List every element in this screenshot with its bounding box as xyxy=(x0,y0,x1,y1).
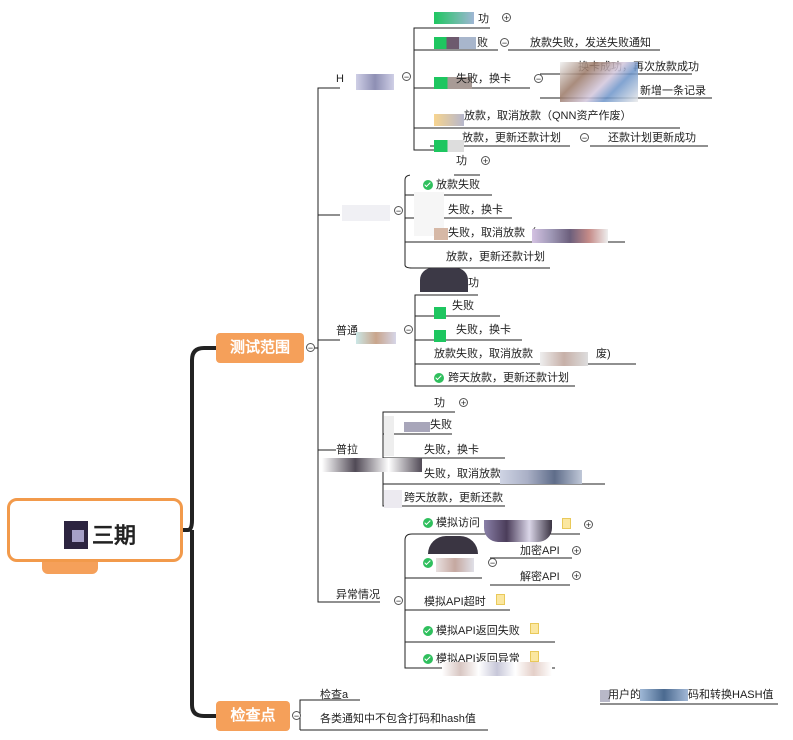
h-new-record[interactable]: 新增一条记录 xyxy=(640,85,706,97)
note-icon xyxy=(530,651,539,662)
redacted-block xyxy=(404,422,430,432)
check-icon xyxy=(423,626,433,636)
redacted-block xyxy=(560,62,638,102)
h-fail-notify[interactable]: 放款失败，发送失败通知 xyxy=(530,37,651,49)
collapse-toggle-icon[interactable]: − xyxy=(500,38,509,48)
collapse-toggle-icon[interactable]: − xyxy=(306,343,315,353)
branch-exception-label[interactable]: 异常情况 xyxy=(336,589,380,601)
status-icon xyxy=(434,330,446,342)
root-node[interactable] xyxy=(7,498,183,562)
check-icon xyxy=(423,518,433,528)
normal-fail[interactable]: 失败 xyxy=(452,300,474,312)
g2-cancel[interactable]: 失败，取消放款（ xyxy=(448,227,536,239)
pull-swap[interactable]: 失败，换卡 xyxy=(424,444,479,456)
check-hash-convert-tail[interactable]: 码和转换HASH值 xyxy=(688,689,774,701)
expand-toggle-icon[interactable]: + xyxy=(572,571,581,581)
expand-toggle-icon[interactable]: + xyxy=(481,156,490,166)
collapse-toggle-icon[interactable]: − xyxy=(404,325,413,335)
h-success[interactable]: 功 xyxy=(478,13,489,25)
collapse-toggle-icon[interactable]: − xyxy=(534,74,543,84)
redacted-block xyxy=(500,470,582,484)
redacted-block xyxy=(532,229,608,243)
h-cross-day[interactable]: 放款，更新还款计划 xyxy=(462,132,561,144)
collapse-toggle-icon[interactable]: − xyxy=(488,558,497,568)
status-icon xyxy=(434,77,472,89)
branch-pull-label[interactable]: 普拉 xyxy=(336,444,358,456)
exception-visit[interactable]: 模拟访问 xyxy=(436,517,480,529)
check-icon xyxy=(434,373,444,383)
exception-timeout[interactable]: 模拟API超时 xyxy=(424,596,486,608)
redacted-block xyxy=(342,205,390,221)
collapse-toggle-icon[interactable]: − xyxy=(394,206,403,216)
g2-success[interactable]: 功 xyxy=(456,155,467,167)
normal-swap[interactable]: 失败，换卡 xyxy=(456,324,511,336)
h-repay-updated[interactable]: 还款计划更新成功 xyxy=(608,132,696,144)
redacted-block xyxy=(540,352,588,366)
g2-swap[interactable]: 失败，换卡 xyxy=(448,204,503,216)
status-icon xyxy=(434,37,476,49)
status-icon xyxy=(434,140,464,152)
g2-fail[interactable]: 放款失败 xyxy=(436,179,480,191)
branch-normal-label[interactable]: 普通 xyxy=(336,325,358,337)
root-title: 三期 xyxy=(92,523,137,548)
check-a[interactable]: 检查a xyxy=(320,689,349,701)
redacted-block xyxy=(322,458,422,472)
redacted-block xyxy=(600,690,610,702)
h-fail[interactable]: 败 xyxy=(477,37,488,49)
pull-success[interactable]: 功 xyxy=(434,397,445,409)
redacted-block xyxy=(420,268,468,292)
note-icon xyxy=(530,623,539,634)
note-icon xyxy=(496,594,505,605)
check-notify-no-code[interactable]: 各类通知中不包含打码和hash值 xyxy=(320,713,476,725)
category-check-point[interactable]: 检查点 xyxy=(216,701,290,731)
pull-cancel[interactable]: 失败，取消放款 xyxy=(424,468,501,480)
category-test-scope[interactable]: 测试范围 xyxy=(216,333,304,363)
redacted-block xyxy=(428,536,478,554)
redacted-block xyxy=(484,520,552,542)
h-cancel[interactable]: 放款，取消放款（QNN资产作废） xyxy=(464,110,632,122)
exception-return-fail[interactable]: 模拟API返回失败 xyxy=(436,625,520,637)
normal-success[interactable]: 功 xyxy=(468,277,479,289)
exception-decrypt[interactable]: 解密API xyxy=(520,571,560,583)
check-icon xyxy=(423,558,433,568)
status-icon xyxy=(434,228,448,240)
collapse-toggle-icon[interactable]: − xyxy=(402,72,411,82)
normal-cross[interactable]: 跨天放款，更新还款计划 xyxy=(448,372,569,384)
status-icon xyxy=(434,307,446,319)
redacted-block xyxy=(384,416,394,456)
normal-cancel[interactable]: 放款失败，取消放款 xyxy=(434,348,533,360)
normal-cancel-tail[interactable]: 废) xyxy=(596,348,611,360)
branch-h-label[interactable]: H xyxy=(336,73,344,85)
status-icon xyxy=(434,12,474,24)
expand-toggle-icon[interactable]: + xyxy=(584,520,593,530)
redacted-block xyxy=(356,332,396,344)
collapse-toggle-icon[interactable]: − xyxy=(394,596,403,606)
status-icon xyxy=(434,114,464,126)
expand-toggle-icon[interactable]: + xyxy=(459,398,468,408)
check-icon xyxy=(423,180,433,190)
root-bottom-tab xyxy=(42,562,98,574)
expand-toggle-icon[interactable]: + xyxy=(572,546,581,556)
note-icon xyxy=(562,518,571,529)
check-icon xyxy=(423,654,433,664)
collapse-toggle-icon[interactable]: − xyxy=(580,133,589,143)
redacted-block xyxy=(436,558,474,572)
redacted-block xyxy=(356,74,394,90)
exception-encrypt[interactable]: 加密API xyxy=(520,545,560,557)
h-fail-swap[interactable]: 失败，换卡 xyxy=(456,73,511,85)
redacted-block xyxy=(410,154,454,176)
redacted-block xyxy=(384,490,402,508)
g2-cross[interactable]: 放款，更新还款计划 xyxy=(446,251,545,263)
expand-toggle-icon[interactable]: + xyxy=(502,13,511,23)
collapse-toggle-icon[interactable]: − xyxy=(292,711,301,721)
redacted-block xyxy=(640,689,688,701)
check-hash-convert[interactable]: 用户的 xyxy=(608,689,641,701)
redacted-block xyxy=(442,662,552,676)
pull-fail[interactable]: 失败 xyxy=(430,419,452,431)
root-redacted-block-2 xyxy=(72,530,84,542)
pull-cross[interactable]: 跨天放款，更新还款 xyxy=(404,492,503,504)
